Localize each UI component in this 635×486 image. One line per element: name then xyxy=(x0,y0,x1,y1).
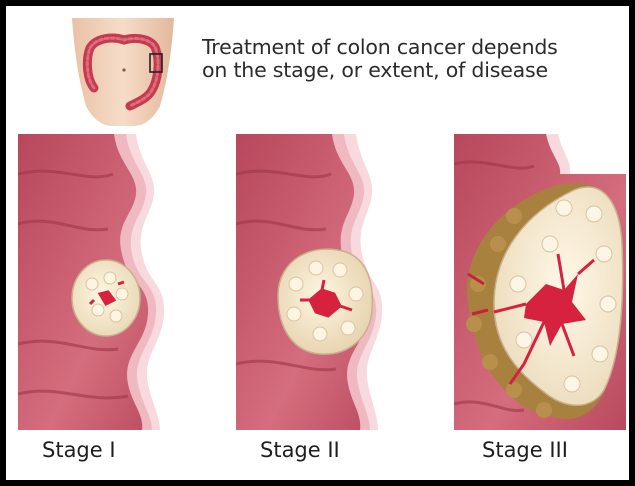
illustration-frame: Treatment of colon cancer depends on the… xyxy=(6,6,629,480)
stage-2-illustration xyxy=(236,134,386,430)
stage-1-label: Stage I xyxy=(42,438,116,462)
caption-line-1: Treatment of colon cancer depends xyxy=(202,36,622,59)
stage-2-label: Stage II xyxy=(260,438,340,462)
stage-1-illustration xyxy=(18,134,168,430)
stage-3-label: Stage III xyxy=(482,438,568,462)
caption: Treatment of colon cancer depends on the… xyxy=(202,36,622,82)
stage-3-illustration xyxy=(454,134,626,430)
caption-line-2: on the stage, or extent, of disease xyxy=(202,59,622,82)
torso-colon-inset-illustration xyxy=(64,18,182,126)
